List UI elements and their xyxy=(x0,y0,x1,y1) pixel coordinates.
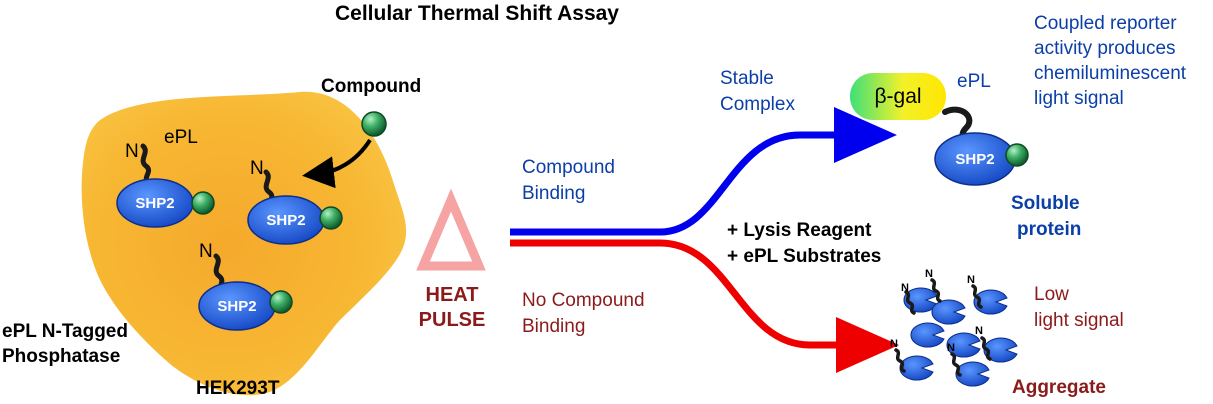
bound-compound-icon xyxy=(319,206,343,230)
cell-caption-line2: Phosphatase xyxy=(2,346,121,367)
diagram-title: Cellular Thermal Shift Assay xyxy=(335,2,619,25)
unbound-path-arrow xyxy=(510,239,899,373)
shp2-protein-label: SHP2 xyxy=(266,212,306,229)
reporter-note-line1: Coupled reporter xyxy=(1034,13,1177,34)
aggregated-protein-icon xyxy=(899,355,934,381)
shp2-protein-label: SHP2 xyxy=(217,298,257,315)
stable-complex-label-line2: Complex xyxy=(720,94,795,115)
epl-tag-squiggle xyxy=(894,348,906,373)
aggregate-result: Aggregate xyxy=(1012,377,1106,398)
n-terminus-label: N xyxy=(967,274,975,286)
heat-label-line2: PULSE xyxy=(418,309,486,331)
epl-tag-squiggle xyxy=(140,143,153,187)
stable-complex-label-line1: Stable xyxy=(720,68,774,89)
cell-body xyxy=(81,91,407,396)
shp2-protein-label: SHP2 xyxy=(135,195,175,212)
compound-label: Compound xyxy=(321,76,422,97)
heat-delta-icon xyxy=(416,188,486,271)
aggregated-protein-icon xyxy=(946,332,981,358)
low-signal-line2: light signal xyxy=(1034,310,1124,331)
bound-path-label-line2: Binding xyxy=(522,183,586,204)
n-terminus-label: N xyxy=(890,338,898,350)
n-terminus-label: N xyxy=(199,241,213,262)
bound-compound-icon xyxy=(1005,143,1029,167)
bound-compound-icon xyxy=(191,191,215,215)
epl-tag-squiggle xyxy=(904,290,916,315)
n-terminus-label: N xyxy=(250,158,264,179)
n-terminus-label: N xyxy=(125,141,139,162)
reporter-note-line3: chemiluminescent xyxy=(1034,63,1187,84)
n-terminus-label: N xyxy=(947,342,955,354)
soluble-result-line2: protein xyxy=(1017,219,1082,240)
aggregated-protein-icon xyxy=(931,299,966,325)
epl-tag-squiggle xyxy=(980,336,992,361)
bound-path-arrow xyxy=(510,107,897,236)
beta-gal-enzyme xyxy=(850,73,946,120)
beta-gal-label: β-gal xyxy=(874,85,922,108)
n-terminus-label: N xyxy=(901,282,909,294)
aggregate-cluster xyxy=(894,278,1018,387)
soluble-result-line1: Soluble xyxy=(1011,193,1080,214)
epl-tag-squiggle xyxy=(971,284,983,309)
compound-entry-arrow xyxy=(302,138,372,189)
reagent-label-line1: + Lysis Reagent xyxy=(727,220,872,241)
epl-tag-squiggle xyxy=(930,278,942,303)
cell-caption-line1: ePL N-Tagged xyxy=(2,321,128,342)
reporter-note-line2: activity produces xyxy=(1034,38,1176,59)
unbound-path-label-line2: Binding xyxy=(522,316,586,337)
reporter-note-line4: light signal xyxy=(1034,88,1124,109)
compound-icon xyxy=(361,111,387,137)
n-terminus-label: N xyxy=(975,325,983,337)
unbound-path-label-line1: No Compound xyxy=(522,290,645,311)
aggregated-protein-icon xyxy=(983,337,1018,363)
epl-tag-squiggle xyxy=(950,352,962,377)
bound-compound-icon xyxy=(269,290,293,314)
aggregated-protein-icon xyxy=(955,361,990,387)
aggregated-protein-icon xyxy=(910,322,945,348)
n-terminus-label: N xyxy=(925,268,933,280)
heat-label-line1: HEAT xyxy=(425,284,479,306)
epl-tag-label: ePL xyxy=(164,127,198,148)
reagent-label-line2: + ePL Substrates xyxy=(727,246,882,267)
bound-path-label-line1: Compound xyxy=(522,157,615,178)
cell-line-label: HEK293T xyxy=(196,378,280,399)
stable-epl-label: ePL xyxy=(957,71,991,92)
low-signal-line1: Low xyxy=(1034,284,1069,305)
shp2-protein-label: SHP2 xyxy=(955,151,995,168)
